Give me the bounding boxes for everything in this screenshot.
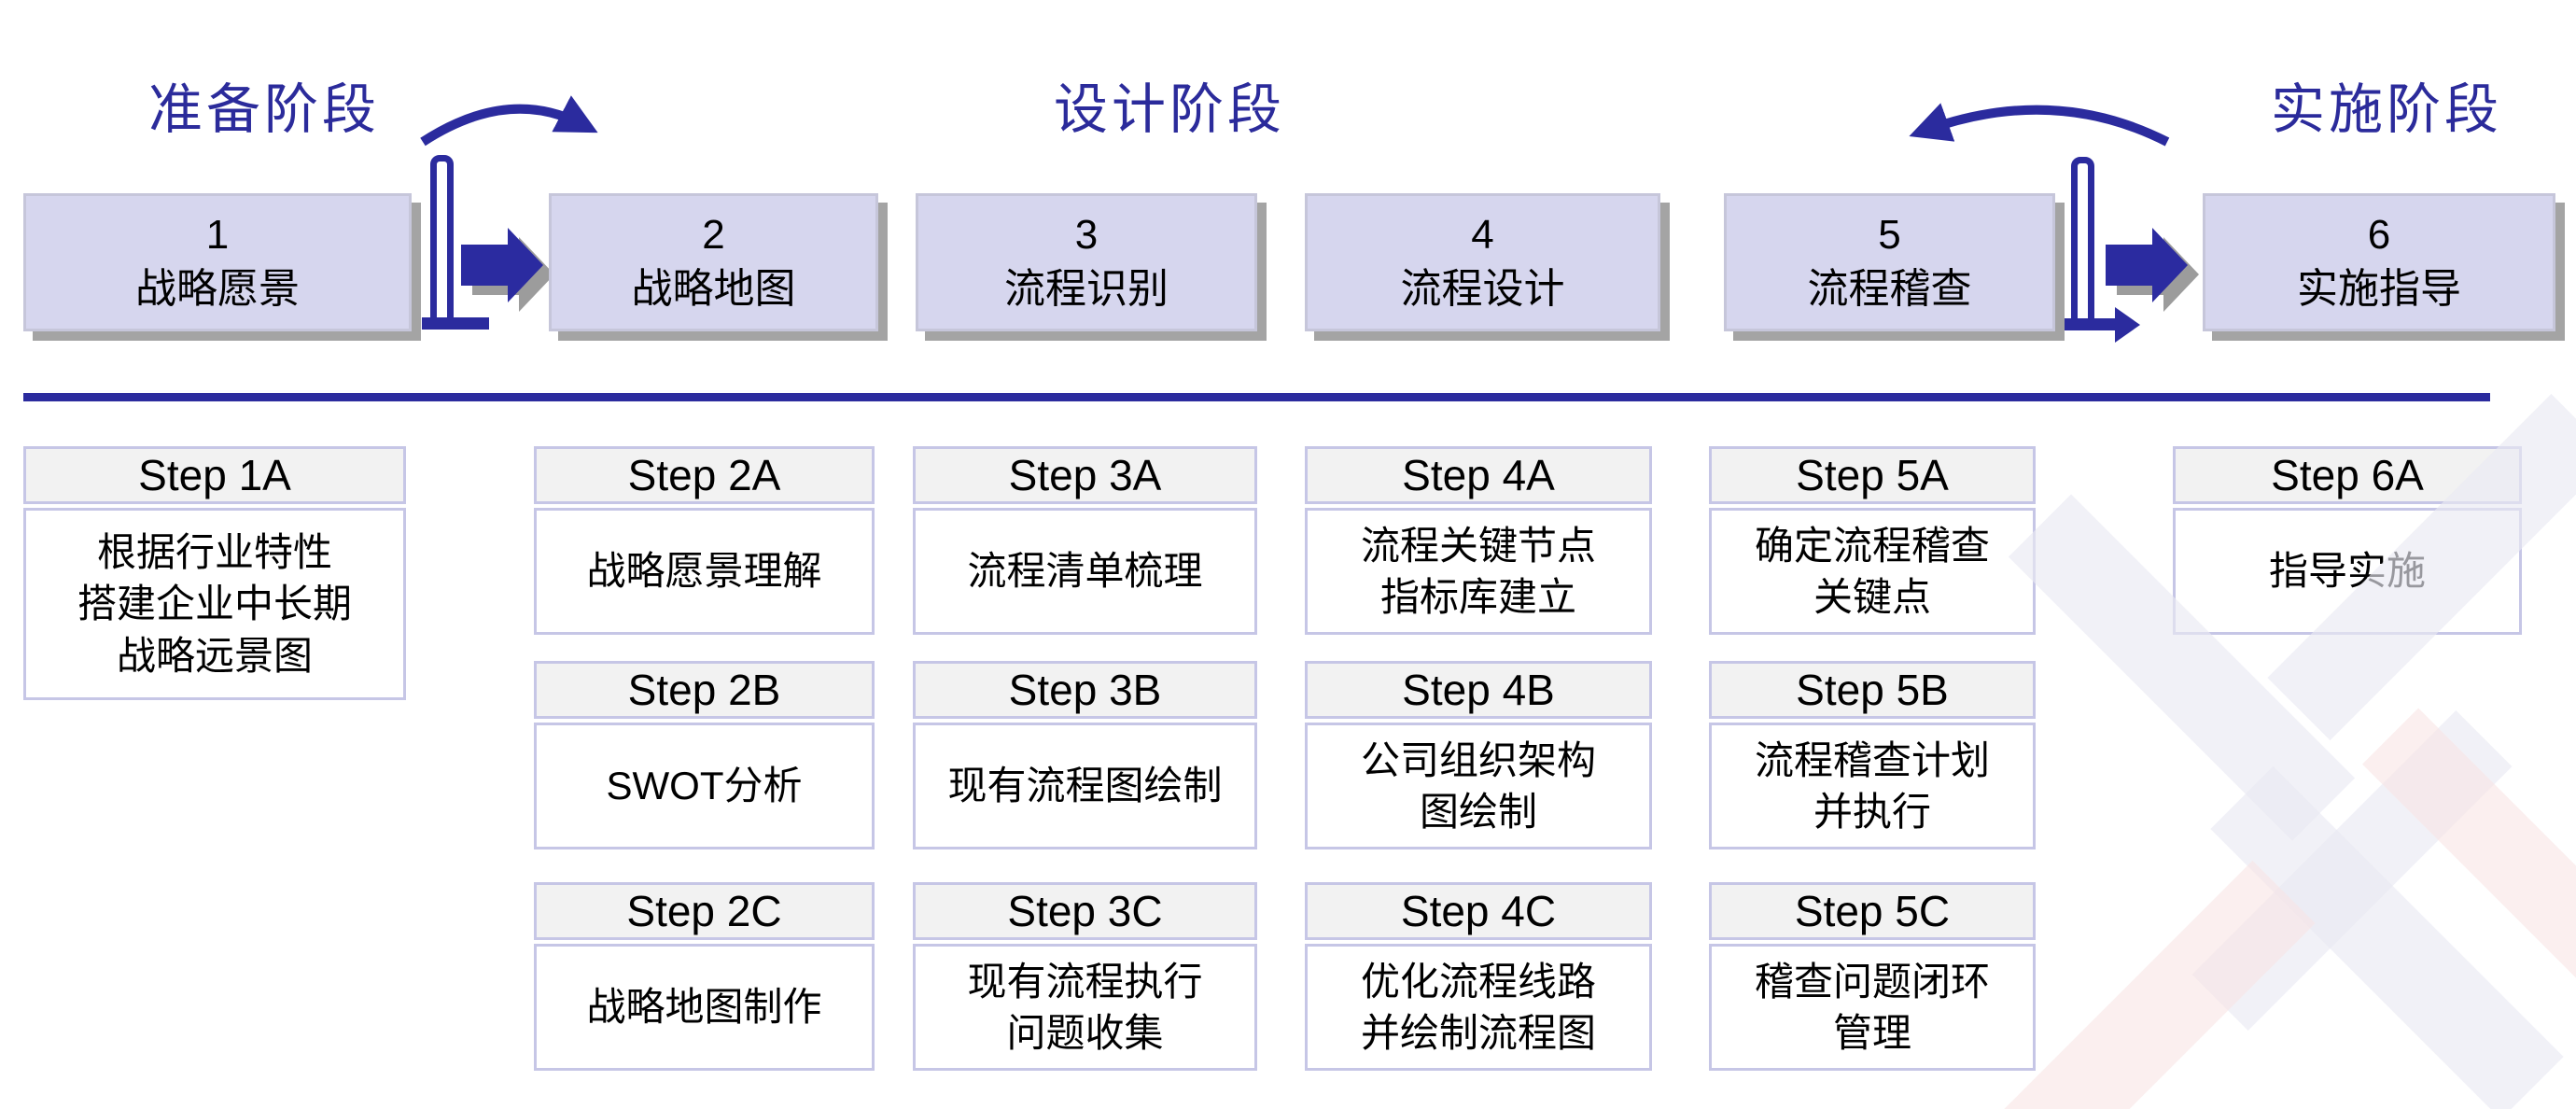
milestone-marker-2-base	[2063, 318, 2117, 330]
substep-card-3B: Step 3B 现有流程图绘制	[913, 661, 1257, 849]
main-step-2: 2 战略地图	[549, 193, 878, 331]
substep-2A-text: 战略愿景理解	[534, 508, 875, 635]
substep-5B-title: Step 5B	[1709, 661, 2036, 719]
phase-divider-line	[23, 393, 2490, 401]
main-step-1-name: 战略愿景	[135, 266, 300, 312]
substep-3B-title: Step 3B	[913, 661, 1257, 719]
substep-5B-text: 流程稽查计划 并执行	[1709, 723, 2036, 849]
main-step-6-number: 6	[2367, 211, 2391, 258]
substep-card-6A: Step 6A 指导实施	[2173, 446, 2522, 635]
substep-1A-text: 根据行业特性 搭建企业中长期 战略远景图	[23, 508, 406, 700]
milestone-marker-2-arrowhead-icon	[2115, 307, 2140, 343]
substep-6A-title: Step 6A	[2173, 446, 2522, 504]
substep-5C-title: Step 5C	[1709, 882, 2036, 940]
substep-4C-text: 优化流程线路 并绘制流程图	[1305, 944, 1652, 1071]
loop-arrow-forward-icon	[420, 95, 598, 147]
substep-card-5A: Step 5A 确定流程稽查 关键点	[1709, 446, 2036, 635]
loop-arrow-back-icon	[1909, 103, 2170, 147]
substep-card-4A: Step 4A 流程关键节点 指标库建立	[1305, 446, 1652, 635]
block-arrow-1-2-icon	[461, 228, 554, 312]
main-step-5-name: 流程稽查	[1807, 266, 1972, 312]
substep-2B-text: SWOT分析	[534, 723, 875, 849]
substep-5A-text: 确定流程稽查 关键点	[1709, 508, 2036, 635]
milestone-marker-1-base	[422, 317, 489, 330]
phase-label-implementation: 实施阶段	[2270, 79, 2502, 140]
substep-3B-text: 现有流程图绘制	[913, 723, 1257, 849]
substep-1A-title: Step 1A	[23, 446, 406, 504]
main-step-4: 4 流程设计	[1305, 193, 1660, 331]
main-step-4-name: 流程设计	[1400, 266, 1565, 312]
watermark-fragment	[2362, 708, 2576, 1029]
substep-card-5B: Step 5B 流程稽查计划 并执行	[1709, 661, 2036, 849]
main-step-1-number: 1	[205, 211, 230, 258]
substep-2C-text: 战略地图制作	[534, 944, 875, 1071]
substep-card-3C: Step 3C 现有流程执行 问题收集	[913, 882, 1257, 1071]
main-step-3: 3 流程识别	[916, 193, 1257, 331]
watermark-fragment	[2191, 710, 2513, 1031]
main-step-2-name: 战略地图	[631, 266, 796, 312]
substep-4C-title: Step 4C	[1305, 882, 1652, 940]
main-step-6-name: 实施指导	[2297, 266, 2461, 312]
milestone-marker-1	[430, 155, 454, 325]
phase-label-preparation: 准备阶段	[147, 79, 380, 140]
substep-card-4B: Step 4B 公司组织架构 图绘制	[1305, 661, 1652, 849]
watermark-fragment	[2210, 765, 2564, 1109]
milestone-marker-2	[2071, 157, 2094, 325]
substep-4B-title: Step 4B	[1305, 661, 1652, 719]
main-step-3-number: 3	[1074, 211, 1099, 258]
main-step-5-number: 5	[1878, 211, 1901, 258]
phase-label-design: 设计阶段	[1053, 79, 1285, 140]
substep-card-3A: Step 3A 流程清单梳理	[913, 446, 1257, 635]
substep-card-1A: Step 1A 根据行业特性 搭建企业中长期 战略远景图	[23, 446, 406, 700]
substep-3C-title: Step 3C	[913, 882, 1257, 940]
substep-6A-text: 指导实施	[2173, 508, 2522, 635]
substep-card-2C: Step 2C 战略地图制作	[534, 882, 875, 1071]
substep-3C-text: 现有流程执行 问题收集	[913, 944, 1257, 1071]
main-step-2-number: 2	[702, 211, 725, 258]
substep-card-4C: Step 4C 优化流程线路 并绘制流程图	[1305, 882, 1652, 1071]
substep-3A-title: Step 3A	[913, 446, 1257, 504]
main-step-1: 1 战略愿景	[23, 193, 412, 331]
substep-2B-title: Step 2B	[534, 661, 875, 719]
main-step-6: 6 实施指导	[2203, 193, 2555, 331]
substep-5C-text: 稽查问题闭环 管理	[1709, 944, 2036, 1071]
substep-2C-title: Step 2C	[534, 882, 875, 940]
substep-2A-title: Step 2A	[534, 446, 875, 504]
substep-4A-title: Step 4A	[1305, 446, 1652, 504]
main-step-4-number: 4	[1471, 211, 1494, 258]
main-step-5: 5 流程稽查	[1724, 193, 2055, 331]
substep-card-2A: Step 2A 战略愿景理解	[534, 446, 875, 635]
block-arrow-5-6-icon	[2106, 228, 2199, 312]
main-step-3-name: 流程识别	[1004, 266, 1169, 312]
substep-card-2B: Step 2B SWOT分析	[534, 661, 875, 849]
substep-5A-title: Step 5A	[1709, 446, 2036, 504]
substep-card-5C: Step 5C 稽查问题闭环 管理	[1709, 882, 2036, 1071]
substep-3A-text: 流程清单梳理	[913, 508, 1257, 635]
substep-4B-text: 公司组织架构 图绘制	[1305, 723, 1652, 849]
substep-4A-text: 流程关键节点 指标库建立	[1305, 508, 1652, 635]
